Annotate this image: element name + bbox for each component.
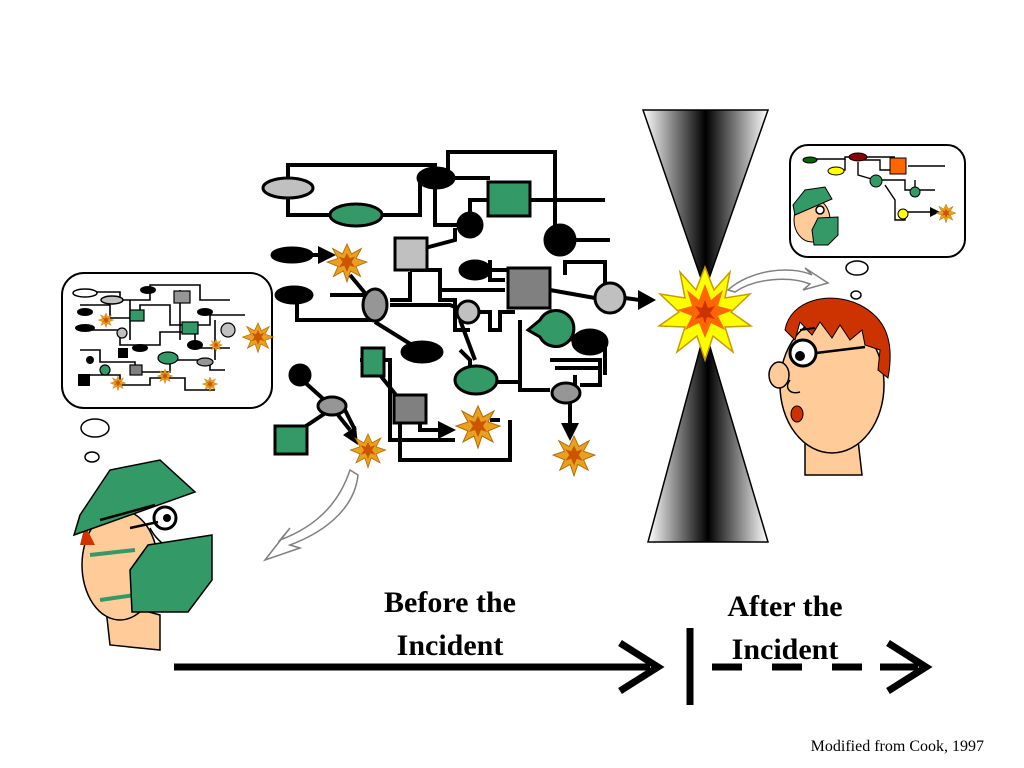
timeline	[174, 628, 933, 705]
curved-arrow-icon	[262, 468, 359, 562]
after-incident-label-line2: Incident	[731, 633, 839, 666]
surgeon-figure	[72, 459, 213, 651]
thought-bubble	[61, 272, 274, 463]
source-credit: Modified from Cook, 1997	[810, 738, 984, 755]
before-incident-label-line2: Incident	[396, 629, 504, 662]
hourglass-icon	[641, 109, 770, 543]
network-nodes	[261, 166, 627, 456]
mini-surgeon	[792, 186, 839, 246]
after-incident-label: After the	[727, 590, 843, 623]
curved-arrow-icon	[726, 267, 830, 293]
before-incident-label: Before the	[384, 586, 516, 619]
observer-thought-bubble	[789, 144, 966, 300]
explosion-icon	[656, 264, 754, 363]
observer-head	[768, 297, 891, 476]
